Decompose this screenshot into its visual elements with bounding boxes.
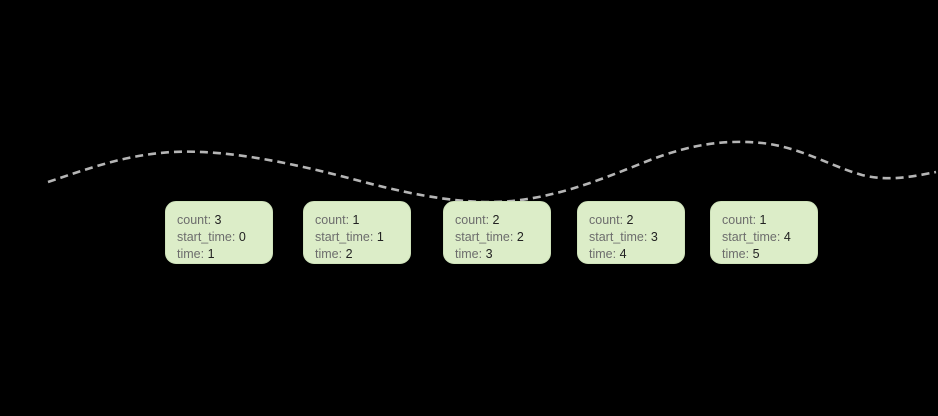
row-start-time: start_time: 2 — [455, 229, 550, 246]
row-start-time: start_time: 4 — [722, 229, 817, 246]
row-count: count: 1 — [722, 212, 817, 229]
row-count-value: 3 — [214, 213, 222, 227]
node-box-1[interactable]: count: 3 start_time: 0 time: 1 — [165, 201, 273, 264]
row-count-value: 1 — [759, 213, 767, 227]
row-count-key: count: — [589, 213, 624, 227]
row-start-time-value: 2 — [516, 230, 524, 244]
row-time-key: time: — [589, 247, 617, 261]
row-time-key: time: — [177, 247, 205, 261]
row-start-time-key: start_time: — [315, 230, 374, 244]
row-start-time: start_time: 1 — [315, 229, 410, 246]
row-time: time: 3 — [455, 246, 550, 263]
row-count: count: 1 — [315, 212, 410, 229]
row-time: time: 2 — [315, 246, 410, 263]
row-count: count: 2 — [455, 212, 550, 229]
row-time: time: 4 — [589, 246, 684, 263]
row-time-key: time: — [315, 247, 343, 261]
node-box-2[interactable]: count: 1 start_time: 1 time: 2 — [303, 201, 411, 264]
row-start-time: start_time: 0 — [177, 229, 272, 246]
row-count-key: count: — [722, 213, 757, 227]
row-start-time-value: 1 — [376, 230, 384, 244]
row-count-key: count: — [177, 213, 212, 227]
row-time-value: 3 — [485, 247, 493, 261]
row-start-time-value: 3 — [650, 230, 658, 244]
row-count-value: 2 — [492, 213, 500, 227]
row-count-key: count: — [455, 213, 490, 227]
row-count: count: 2 — [589, 212, 684, 229]
row-start-time-key: start_time: — [177, 230, 236, 244]
row-time-key: time: — [455, 247, 483, 261]
row-count-key: count: — [315, 213, 350, 227]
row-count-value: 2 — [626, 213, 634, 227]
row-time-value: 4 — [619, 247, 627, 261]
row-start-time-key: start_time: — [722, 230, 781, 244]
trend-curve-path — [47, 140, 937, 204]
row-count-value: 1 — [352, 213, 360, 227]
row-time-value: 5 — [752, 247, 760, 261]
row-start-time-key: start_time: — [455, 230, 514, 244]
row-count: count: 3 — [177, 212, 272, 229]
row-time-key: time: — [722, 247, 750, 261]
row-time-value: 2 — [345, 247, 353, 261]
row-time: time: 5 — [722, 246, 817, 263]
row-start-time-value: 4 — [783, 230, 791, 244]
node-box-3[interactable]: count: 2 start_time: 2 time: 3 — [443, 201, 551, 264]
row-time: time: 1 — [177, 246, 272, 263]
node-box-5[interactable]: count: 1 start_time: 4 time: 5 — [710, 201, 818, 264]
row-start-time: start_time: 3 — [589, 229, 684, 246]
node-box-4[interactable]: count: 2 start_time: 3 time: 4 — [577, 201, 685, 264]
row-time-value: 1 — [207, 247, 215, 261]
row-start-time-key: start_time: — [589, 230, 648, 244]
row-start-time-value: 0 — [238, 230, 246, 244]
